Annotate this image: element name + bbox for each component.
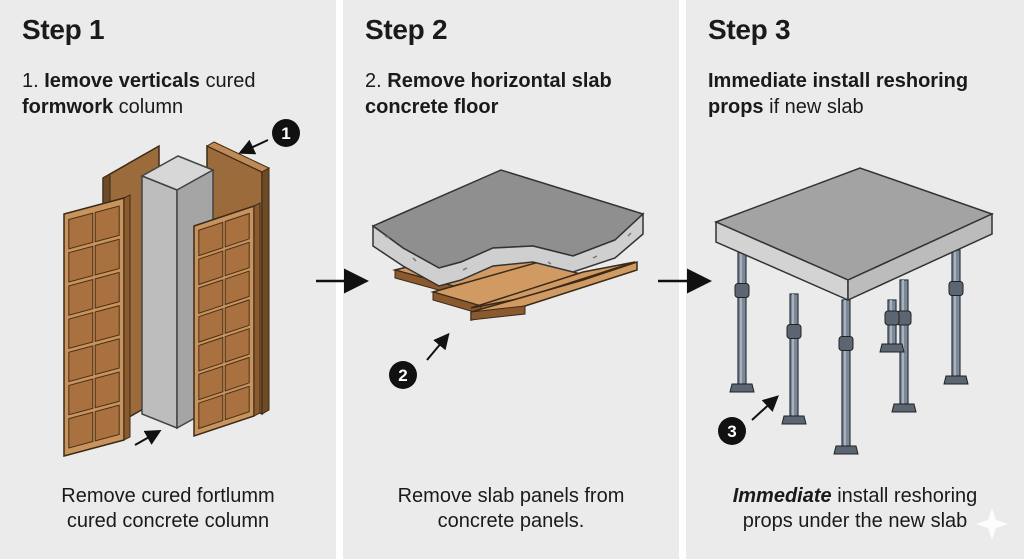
step-1-title: Step 1 bbox=[22, 14, 105, 45]
pointer-arrow-1 bbox=[238, 139, 269, 155]
formwork-panel-right bbox=[193, 202, 261, 438]
slab-formwork-illustration: 2 bbox=[371, 169, 645, 389]
reshoring-props-front bbox=[781, 293, 905, 455]
marker-badge-1 bbox=[272, 119, 300, 147]
marker-badge-3 bbox=[718, 417, 746, 445]
formwork-panel-left bbox=[63, 194, 131, 457]
new-concrete-slab bbox=[714, 167, 995, 302]
step-3-title: Step 3 bbox=[708, 14, 791, 45]
step-1-subtitle: 1. Iemove verticals cured formwork colum… bbox=[22, 70, 256, 118]
pointer-arrow-2 bbox=[426, 332, 450, 361]
concrete-slab bbox=[371, 169, 645, 287]
marker-number-3: 3 bbox=[727, 422, 736, 441]
step-2-title: Step 2 bbox=[365, 14, 448, 45]
pointer-arrow-3 bbox=[751, 395, 779, 421]
reshoring-props-back bbox=[729, 249, 969, 413]
marker-badge-2 bbox=[389, 361, 417, 389]
marker-number-1: 1 bbox=[281, 124, 290, 143]
reshoring-illustration: 3 bbox=[714, 167, 1008, 540]
step-1-caption: Remove cured fortlumm cured concrete col… bbox=[61, 485, 275, 532]
sparkle-icon bbox=[976, 508, 1008, 540]
step-2-caption: Remove slab panels from concrete panels. bbox=[397, 485, 625, 532]
step-3-caption: Immediate install reshoring props under … bbox=[732, 485, 978, 532]
column-formwork-illustration: 1 bbox=[63, 119, 300, 457]
marker-number-2: 2 bbox=[398, 366, 407, 385]
pointer-arrow-bottom bbox=[134, 430, 162, 446]
step-1-panel: Step 1 1. Iemove verticals cured formwor… bbox=[0, 0, 336, 559]
